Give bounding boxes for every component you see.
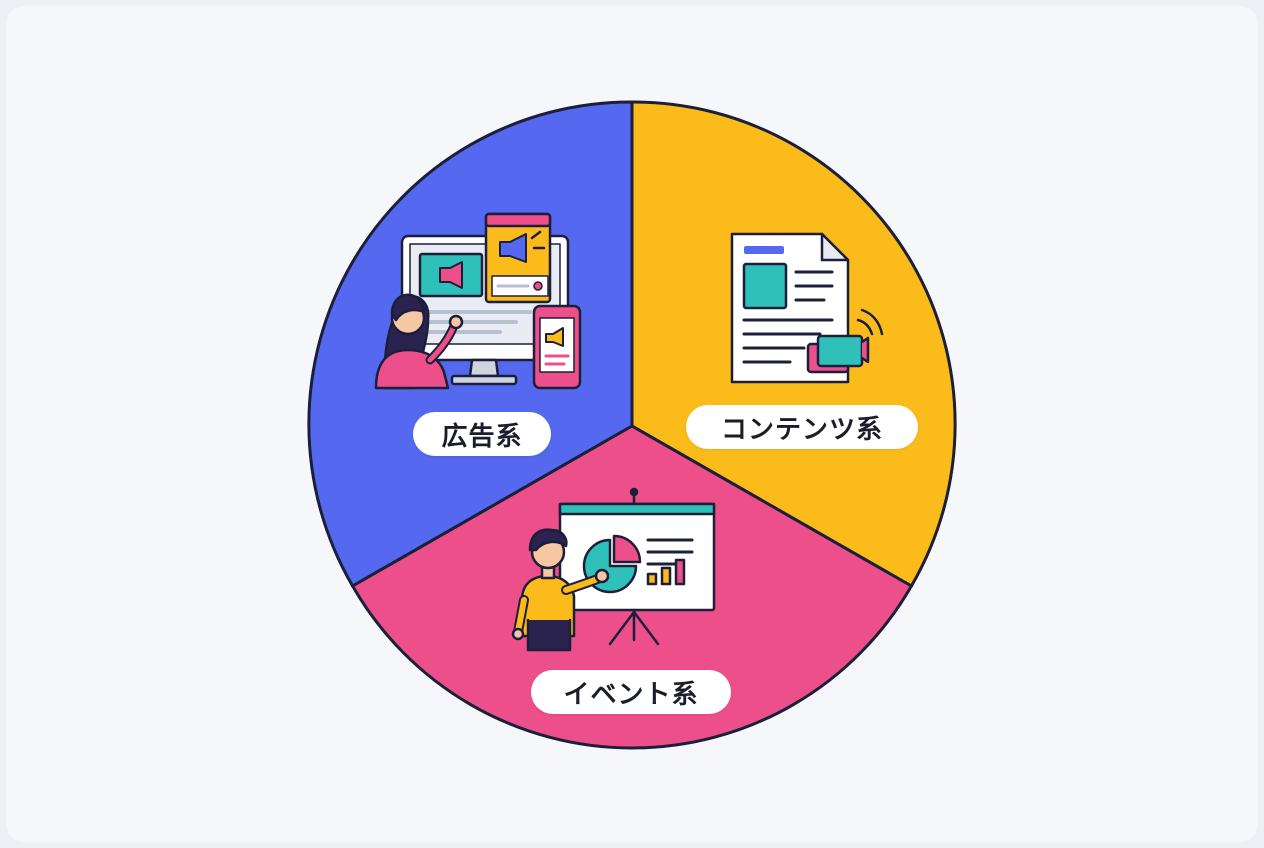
phone-icon bbox=[532, 304, 582, 390]
video-icon bbox=[806, 308, 884, 374]
label-content: コンテンツ系 bbox=[686, 405, 918, 449]
content-illustration bbox=[730, 232, 884, 384]
ad-card-icon bbox=[484, 212, 552, 304]
woman-figure bbox=[374, 293, 464, 390]
label-ad: 広告系 bbox=[413, 412, 551, 456]
label-event: イベント系 bbox=[531, 670, 731, 714]
advertising-illustration bbox=[374, 212, 582, 390]
event-illustration bbox=[511, 487, 716, 652]
presenter-figure bbox=[511, 528, 610, 652]
